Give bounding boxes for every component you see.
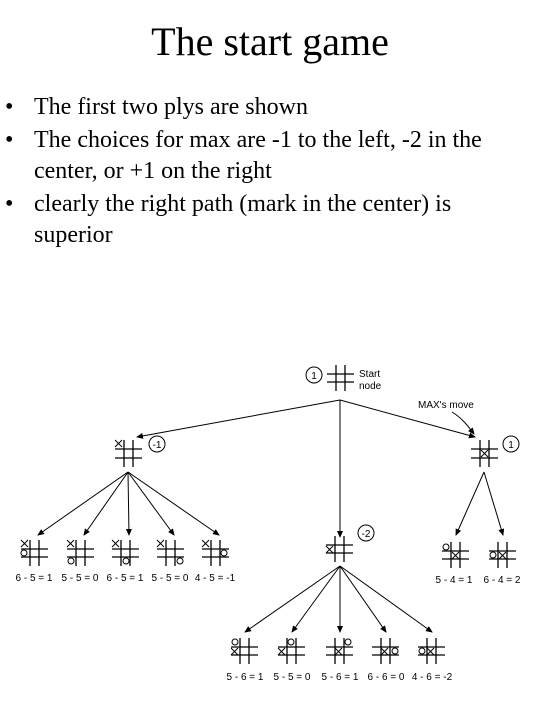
- value-circle: [148, 435, 166, 453]
- bullet-list: • The first two plys are shown • The choic…: [0, 92, 525, 253]
- edge: [127, 471, 175, 536]
- left-node: -1: [114, 435, 166, 467]
- leaf-score: 6 - 4 = 2: [484, 575, 521, 586]
- center-value: -2: [362, 529, 371, 540]
- bullet-marker: •: [5, 94, 14, 120]
- node-label: node: [359, 381, 382, 392]
- right-node: 1: [471, 435, 520, 467]
- leaf-board: [277, 638, 305, 664]
- leaf-score: 5 - 5 = 0: [62, 573, 99, 584]
- leaf-score: 6 - 5 = 1: [107, 573, 144, 584]
- page-title: The start game: [151, 19, 389, 64]
- start-label: Start: [359, 369, 380, 380]
- tree-edges: [37, 399, 505, 633]
- leaf-board: [20, 539, 48, 566]
- leaf-score: 5 - 6 = 1: [227, 672, 264, 683]
- leaf-board: [326, 638, 353, 664]
- max-move-label: MAX's move: [418, 400, 474, 411]
- value-circle: [357, 524, 375, 542]
- leaf-score: 5 - 4 = 1: [436, 575, 473, 586]
- bullet-text: The first two plys are shown: [34, 94, 308, 120]
- root-node: 1 Start node: [305, 365, 382, 392]
- board-grid: [327, 365, 354, 391]
- leaf-board: [489, 542, 516, 568]
- leaf-board: [418, 638, 445, 664]
- center-node: -2: [325, 524, 375, 562]
- edge: [339, 565, 387, 633]
- board-grid: [115, 440, 142, 467]
- right-leaves: 5 - 4 = 1 6 - 4 = 2: [436, 542, 521, 586]
- edge: [244, 565, 341, 633]
- bullet-item: • The choices for max are -1 to the left,…: [5, 125, 525, 187]
- max-move-arrow: [451, 411, 475, 435]
- x-mark: [325, 545, 334, 554]
- bullet-text: The choices for max are -1 to the left, …: [34, 127, 482, 184]
- bullet-item: • The first two plys are shown: [5, 92, 525, 123]
- leaf-score: 5 - 5 = 0: [274, 672, 311, 683]
- leaf-board: [156, 539, 184, 566]
- bullet-marker: •: [5, 127, 14, 153]
- board-grid: [471, 440, 498, 467]
- bullet-text: clearly the right path (mark in the cent…: [34, 191, 452, 248]
- leaf-score: 6 - 6 = 0: [368, 672, 405, 683]
- leaf-board: [230, 638, 258, 664]
- left-value: -1: [153, 440, 162, 451]
- center-leaves: 5 - 6 = 1 5 - 5 = 0 5 - 6 = 1 6 - 6 = 0 …: [227, 638, 453, 683]
- leaf-score: 4 - 5 = -1: [195, 573, 236, 584]
- leaf-board: [111, 539, 139, 566]
- edge: [37, 471, 129, 536]
- x-mark: [114, 439, 123, 448]
- edge: [83, 471, 129, 536]
- leaf-board: [201, 539, 229, 566]
- bullet-marker: •: [5, 191, 14, 217]
- edge: [136, 399, 341, 439]
- edge: [125, 471, 132, 536]
- leaf-score: 5 - 6 = 1: [322, 672, 359, 683]
- edge: [455, 471, 485, 536]
- root-value: 1: [311, 371, 317, 382]
- game-tree-diagram: MAX's move 1 Start node -1 -2: [16, 365, 521, 683]
- leaf-board: [66, 539, 94, 566]
- leaf-score: 5 - 5 = 0: [152, 573, 189, 584]
- left-leaves: 6 - 5 = 1 5 - 5 = 0 6 - 5 = 1 5 - 5 = 0: [16, 539, 236, 584]
- x-mark: [480, 449, 489, 458]
- edge: [127, 471, 220, 536]
- edge: [483, 471, 505, 536]
- value-circle: [502, 435, 520, 453]
- bullet-item: • clearly the right path (mark in the cen…: [5, 189, 525, 251]
- leaf-score: 6 - 5 = 1: [16, 573, 53, 584]
- edge: [291, 565, 341, 633]
- leaf-board: [442, 542, 469, 568]
- leaf-board: [372, 638, 399, 664]
- edge: [339, 399, 476, 439]
- edge: [339, 565, 433, 633]
- board-grid: [326, 536, 353, 562]
- right-value: 1: [508, 440, 514, 451]
- value-circle: [305, 366, 323, 384]
- leaf-score: 4 - 6 = -2: [412, 672, 453, 683]
